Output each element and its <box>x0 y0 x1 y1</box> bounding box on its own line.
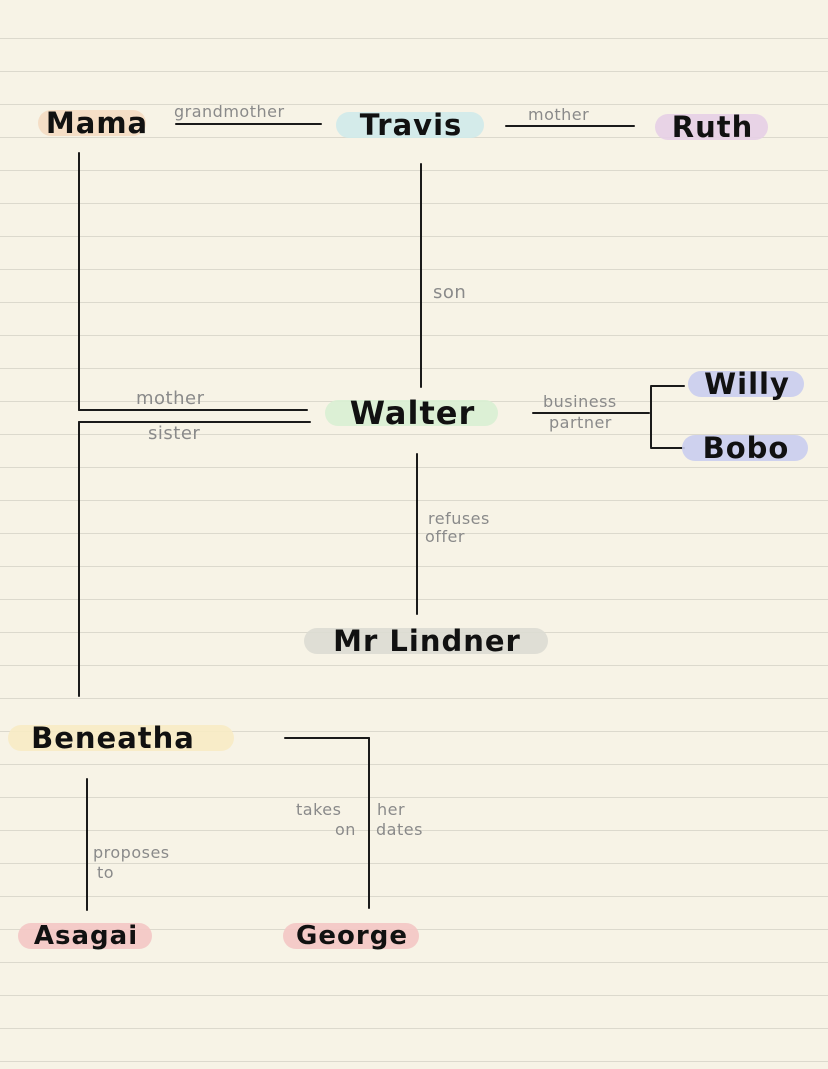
edge-label-takes: takes <box>296 800 342 819</box>
node-highlight <box>325 400 498 426</box>
node-highlight <box>682 435 808 461</box>
node-ruth: Ruth <box>655 103 770 151</box>
node-label: Willy <box>704 367 790 401</box>
edge-label-business: business <box>543 392 617 411</box>
edge-beneatha-asagai <box>86 778 88 911</box>
edge-label-refuses: refuses <box>428 509 490 528</box>
node-mama: Mama <box>38 99 158 147</box>
node-walter: Walter <box>325 389 500 437</box>
node-label: Travis <box>359 108 463 142</box>
edge-label-son: son <box>433 282 467 303</box>
edge-label-mother-ruth: mother <box>528 105 590 124</box>
node-highlight <box>18 923 152 949</box>
node-label: Mama <box>45 106 149 140</box>
node-highlight <box>688 371 804 397</box>
node-label: Mr Lindner <box>333 624 521 658</box>
node-label: Asagai <box>33 921 139 951</box>
node-travis: Travis <box>336 101 486 149</box>
node-label: George <box>296 921 408 951</box>
edge-partners-bracket <box>650 386 652 448</box>
node-label: Walter <box>349 394 476 432</box>
node-highlight <box>38 110 146 136</box>
node-highlight <box>8 725 234 751</box>
node-willy: Willy <box>688 360 806 408</box>
edge-label-grandmother: grandmother <box>174 102 285 121</box>
node-label: Ruth <box>671 110 754 144</box>
node-highlight <box>283 923 419 949</box>
edge-label-mother-walter: mother <box>136 388 205 409</box>
edge-label-proposes: proposes <box>93 843 170 862</box>
node-highlight <box>304 628 548 654</box>
edge-travis-ruth <box>505 125 635 127</box>
edge-label-sister: sister <box>148 423 201 444</box>
edge-mama-travis <box>175 123 322 125</box>
edge-label-offer: offer <box>425 527 465 546</box>
edge-walter-beneatha-top <box>78 421 311 423</box>
edge-walter-lindner <box>416 453 418 615</box>
node-mr-lindner: Mr Lindner <box>304 617 550 665</box>
edge-label-to: to <box>97 863 115 882</box>
edge-label-dates: dates <box>376 820 423 839</box>
edge-travis-walter <box>420 163 422 388</box>
node-highlight <box>655 114 768 140</box>
node-bobo: Bobo <box>682 424 810 472</box>
edge-walter-partners <box>532 412 650 414</box>
edge-partner-willy <box>650 385 685 387</box>
node-label: Bobo <box>702 431 790 465</box>
node-beneatha: Beneatha <box>8 714 236 762</box>
edge-beneatha-george <box>368 737 370 909</box>
node-label: Beneatha <box>31 721 195 755</box>
edge-mama-trunk <box>78 152 80 411</box>
edge-label-partner: partner <box>549 413 612 432</box>
edge-label-on: on <box>335 820 356 839</box>
edge-partner-bobo <box>650 447 685 449</box>
node-george: George <box>283 912 421 960</box>
edge-beneatha-george-top <box>284 737 370 739</box>
node-asagai: Asagai <box>18 912 154 960</box>
edge-label-her: her <box>377 800 406 819</box>
edge-walter-beneatha-trunk <box>78 421 80 697</box>
edge-mama-walter <box>78 409 308 411</box>
node-highlight <box>336 112 484 138</box>
